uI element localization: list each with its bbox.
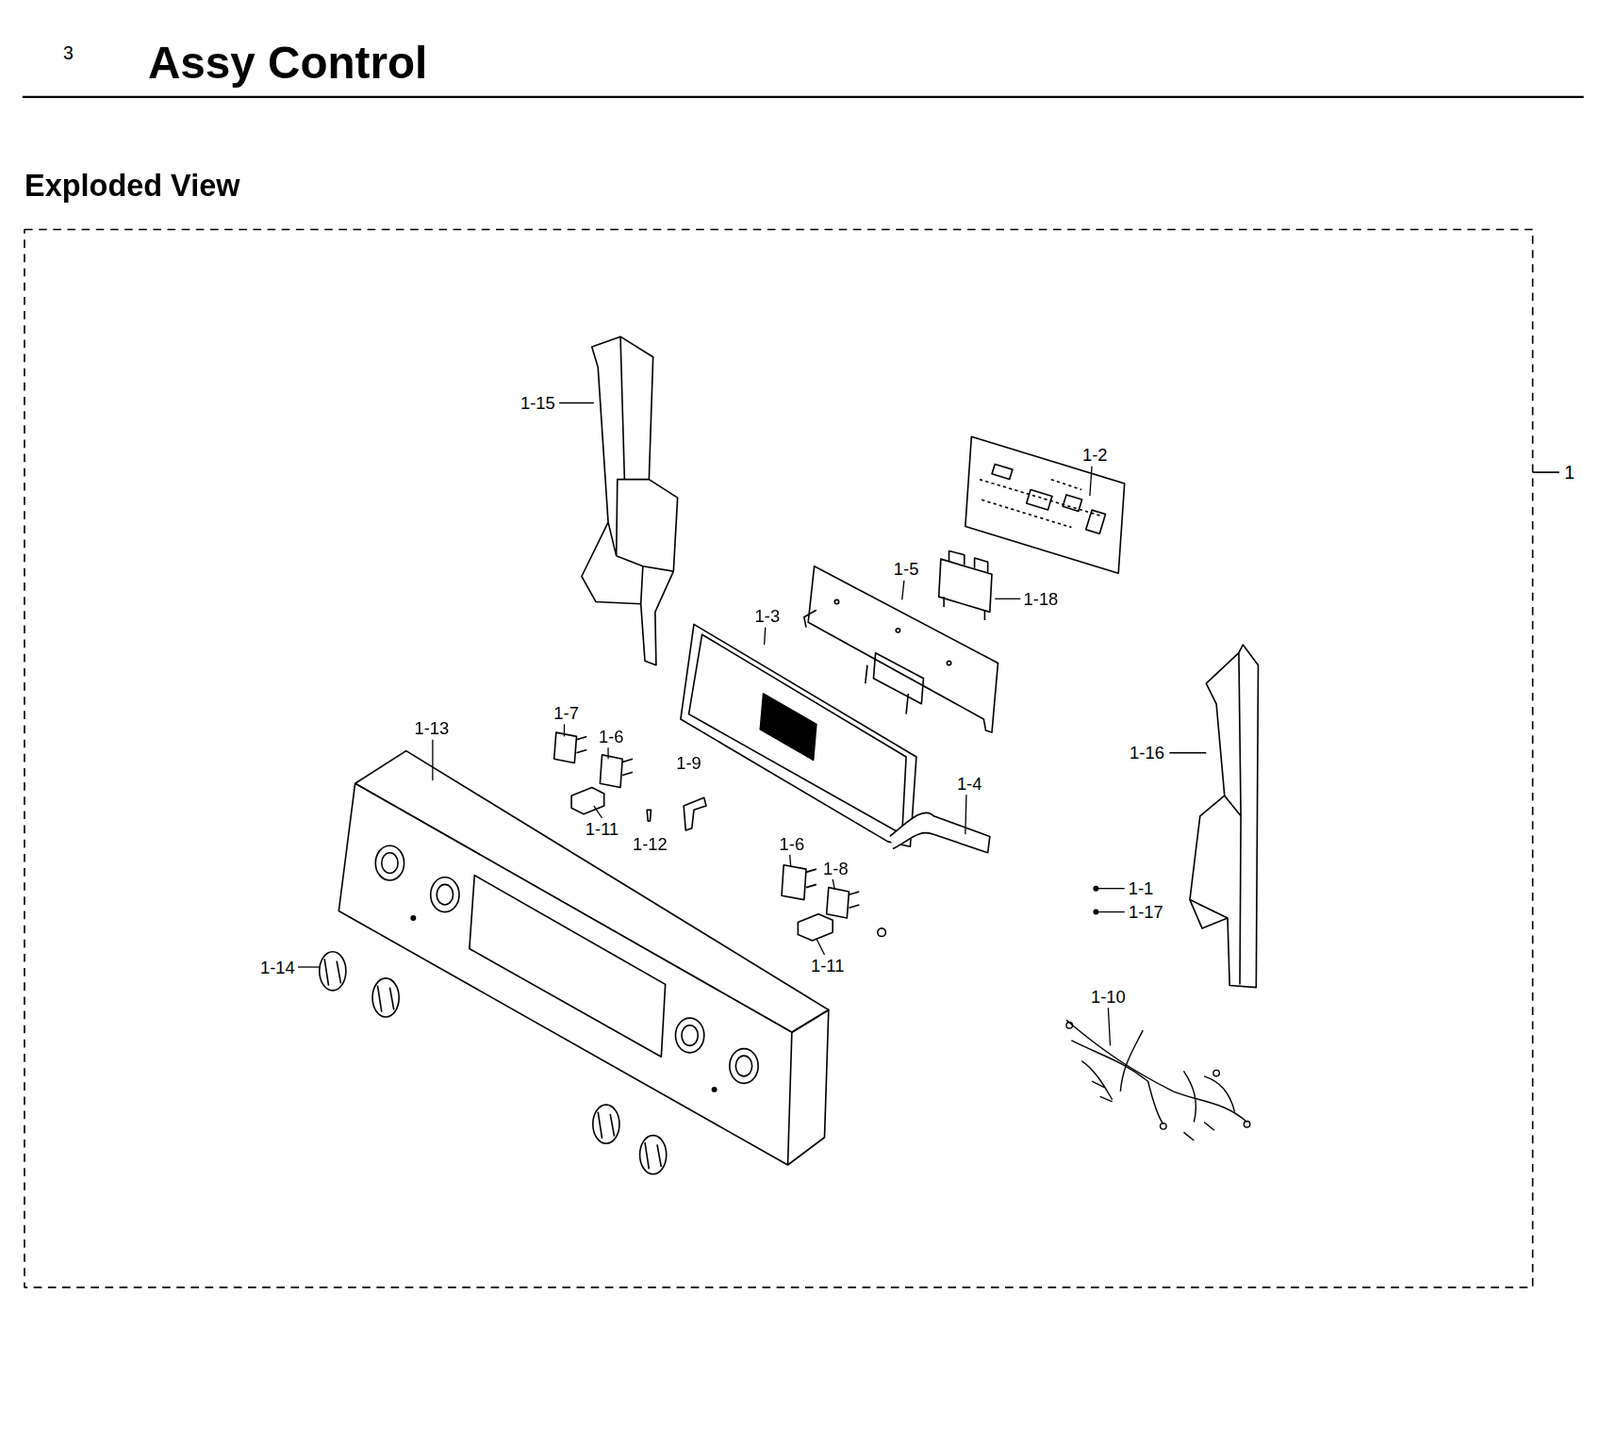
callout-number: 1 (1563, 461, 1576, 483)
callout-number: 1-3 (753, 606, 781, 627)
leader-line (1533, 471, 1560, 474)
display-gasket (680, 624, 917, 847)
callout-number: 1-6 (597, 726, 626, 747)
callout-number: 1-16 (1128, 742, 1166, 763)
callout-number: 1-1 (1127, 878, 1155, 899)
ribbon-cable (890, 812, 990, 853)
heading-label: 3 (62, 42, 75, 64)
side-bracket-left (581, 336, 678, 666)
title-rule (22, 96, 1584, 99)
callout-number: 1-8 (822, 858, 850, 879)
callout-number: 1-10 (1089, 987, 1127, 1007)
callout-number: 1-11 (809, 956, 846, 977)
callout-number: 1-18 (1022, 589, 1059, 610)
assembly-boundary (24, 230, 1534, 1288)
callout-number: 1-7 (552, 703, 580, 724)
callout-number: 1-9 (675, 753, 703, 774)
callout-number: 1-12 (631, 834, 669, 855)
callout-number: 1-17 (1127, 902, 1165, 923)
callout-number: 1-6 (777, 834, 806, 855)
callout-number: 1-2 (1081, 445, 1109, 465)
control-board (965, 436, 1125, 574)
side-bracket-right (1189, 644, 1259, 989)
callout-number: 1-14 (259, 957, 297, 978)
callout-number: 1-13 (412, 718, 450, 739)
clip (683, 797, 707, 831)
heading-label: Exploded View (23, 169, 242, 203)
page-title: Assy Control (148, 40, 428, 86)
callout-number: 1-11 (584, 820, 621, 841)
control-panel (338, 751, 829, 1166)
callout-number: 1-15 (519, 393, 557, 413)
wire-harness (1066, 1020, 1251, 1141)
knobs (319, 952, 667, 1175)
relay-module (939, 550, 992, 621)
leader-lines (297, 403, 1206, 1047)
callout-number: 1-4 (956, 774, 984, 794)
callout-number: 1-5 (892, 560, 921, 580)
